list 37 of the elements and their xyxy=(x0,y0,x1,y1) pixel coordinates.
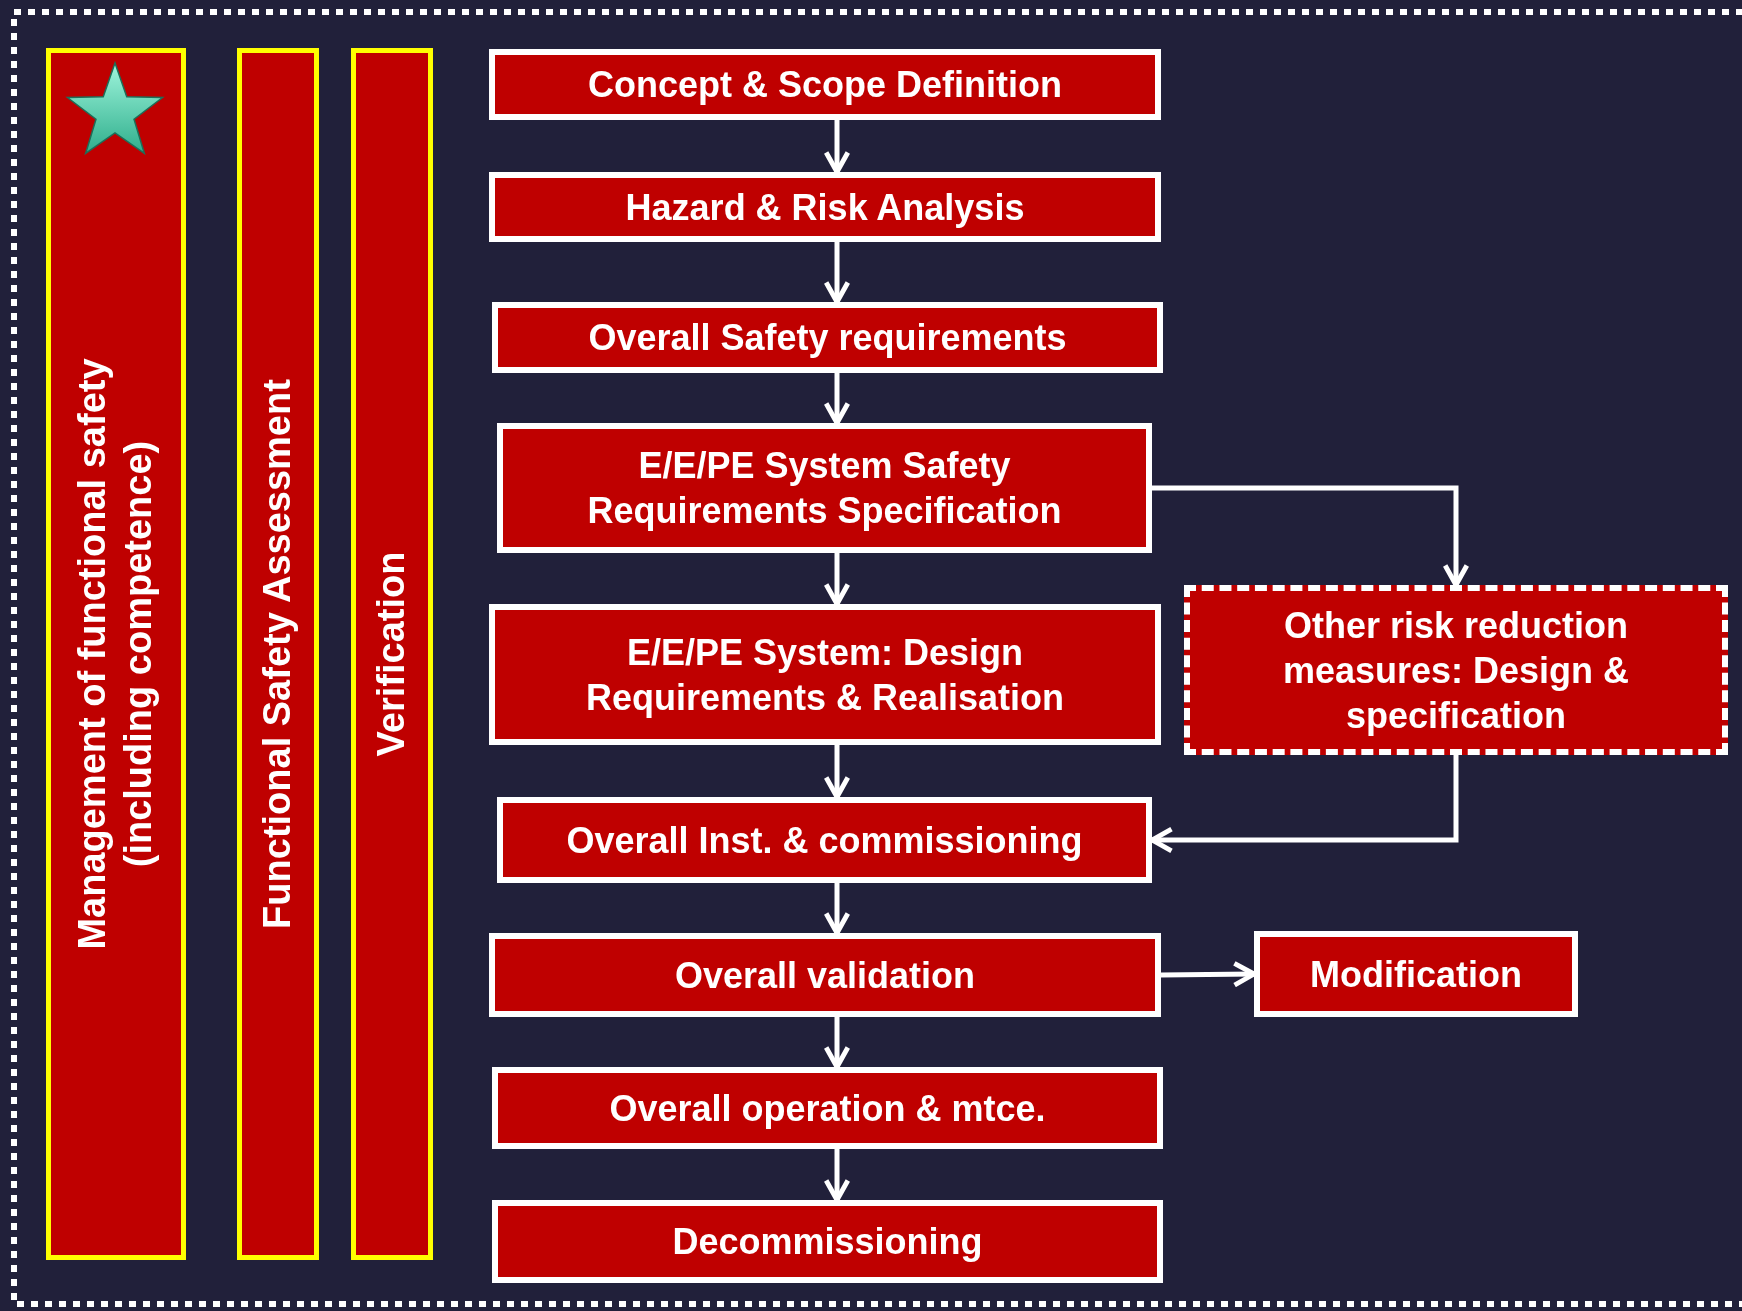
process-box xyxy=(489,172,1161,242)
step-label: Overall validation xyxy=(673,953,977,998)
phase-bar xyxy=(237,48,319,1260)
dashed-process-box xyxy=(1184,585,1728,755)
process-box xyxy=(489,604,1161,745)
arrow xyxy=(1152,485,1470,588)
process-box xyxy=(492,302,1163,373)
step-label: Decommissioning xyxy=(671,1220,984,1264)
step-label: E/E/PE System Safety Requirements Specification xyxy=(586,444,1063,533)
process-box xyxy=(497,797,1152,883)
step-label: Modification xyxy=(1309,952,1523,997)
process-box xyxy=(492,1200,1163,1283)
arrow xyxy=(823,242,851,305)
bar-label: Verification xyxy=(369,551,414,757)
arrow xyxy=(823,745,851,800)
arrow xyxy=(823,883,851,936)
process-box xyxy=(489,933,1161,1017)
step-label: Overall operation & mtce. xyxy=(608,1086,1047,1131)
bar-label: Management of functional safety (including competence) xyxy=(70,357,160,952)
step-label: Other risk reduction measures: Design & specification xyxy=(1281,603,1631,738)
process-box xyxy=(1254,931,1578,1017)
process-box xyxy=(497,423,1152,553)
arrow xyxy=(823,373,851,426)
process-box xyxy=(489,49,1161,120)
bar-label: Functional Safety Assessment xyxy=(255,379,300,929)
step-label: E/E/PE System: Design Requirements & Realisation xyxy=(584,630,1066,720)
phase-bar xyxy=(351,48,433,1260)
arrow xyxy=(823,1149,851,1203)
step-label: Overall Safety requirements xyxy=(587,316,1068,360)
process-box xyxy=(492,1067,1163,1149)
phase-bar xyxy=(46,48,186,1260)
arrow xyxy=(823,120,851,175)
arrow xyxy=(823,1017,851,1070)
step-label: Hazard & Risk Analysis xyxy=(624,185,1026,230)
step-label: Overall Inst. & commissioning xyxy=(565,818,1084,863)
arrow xyxy=(823,553,851,607)
step-label: Concept & Scope Definition xyxy=(587,63,1063,107)
